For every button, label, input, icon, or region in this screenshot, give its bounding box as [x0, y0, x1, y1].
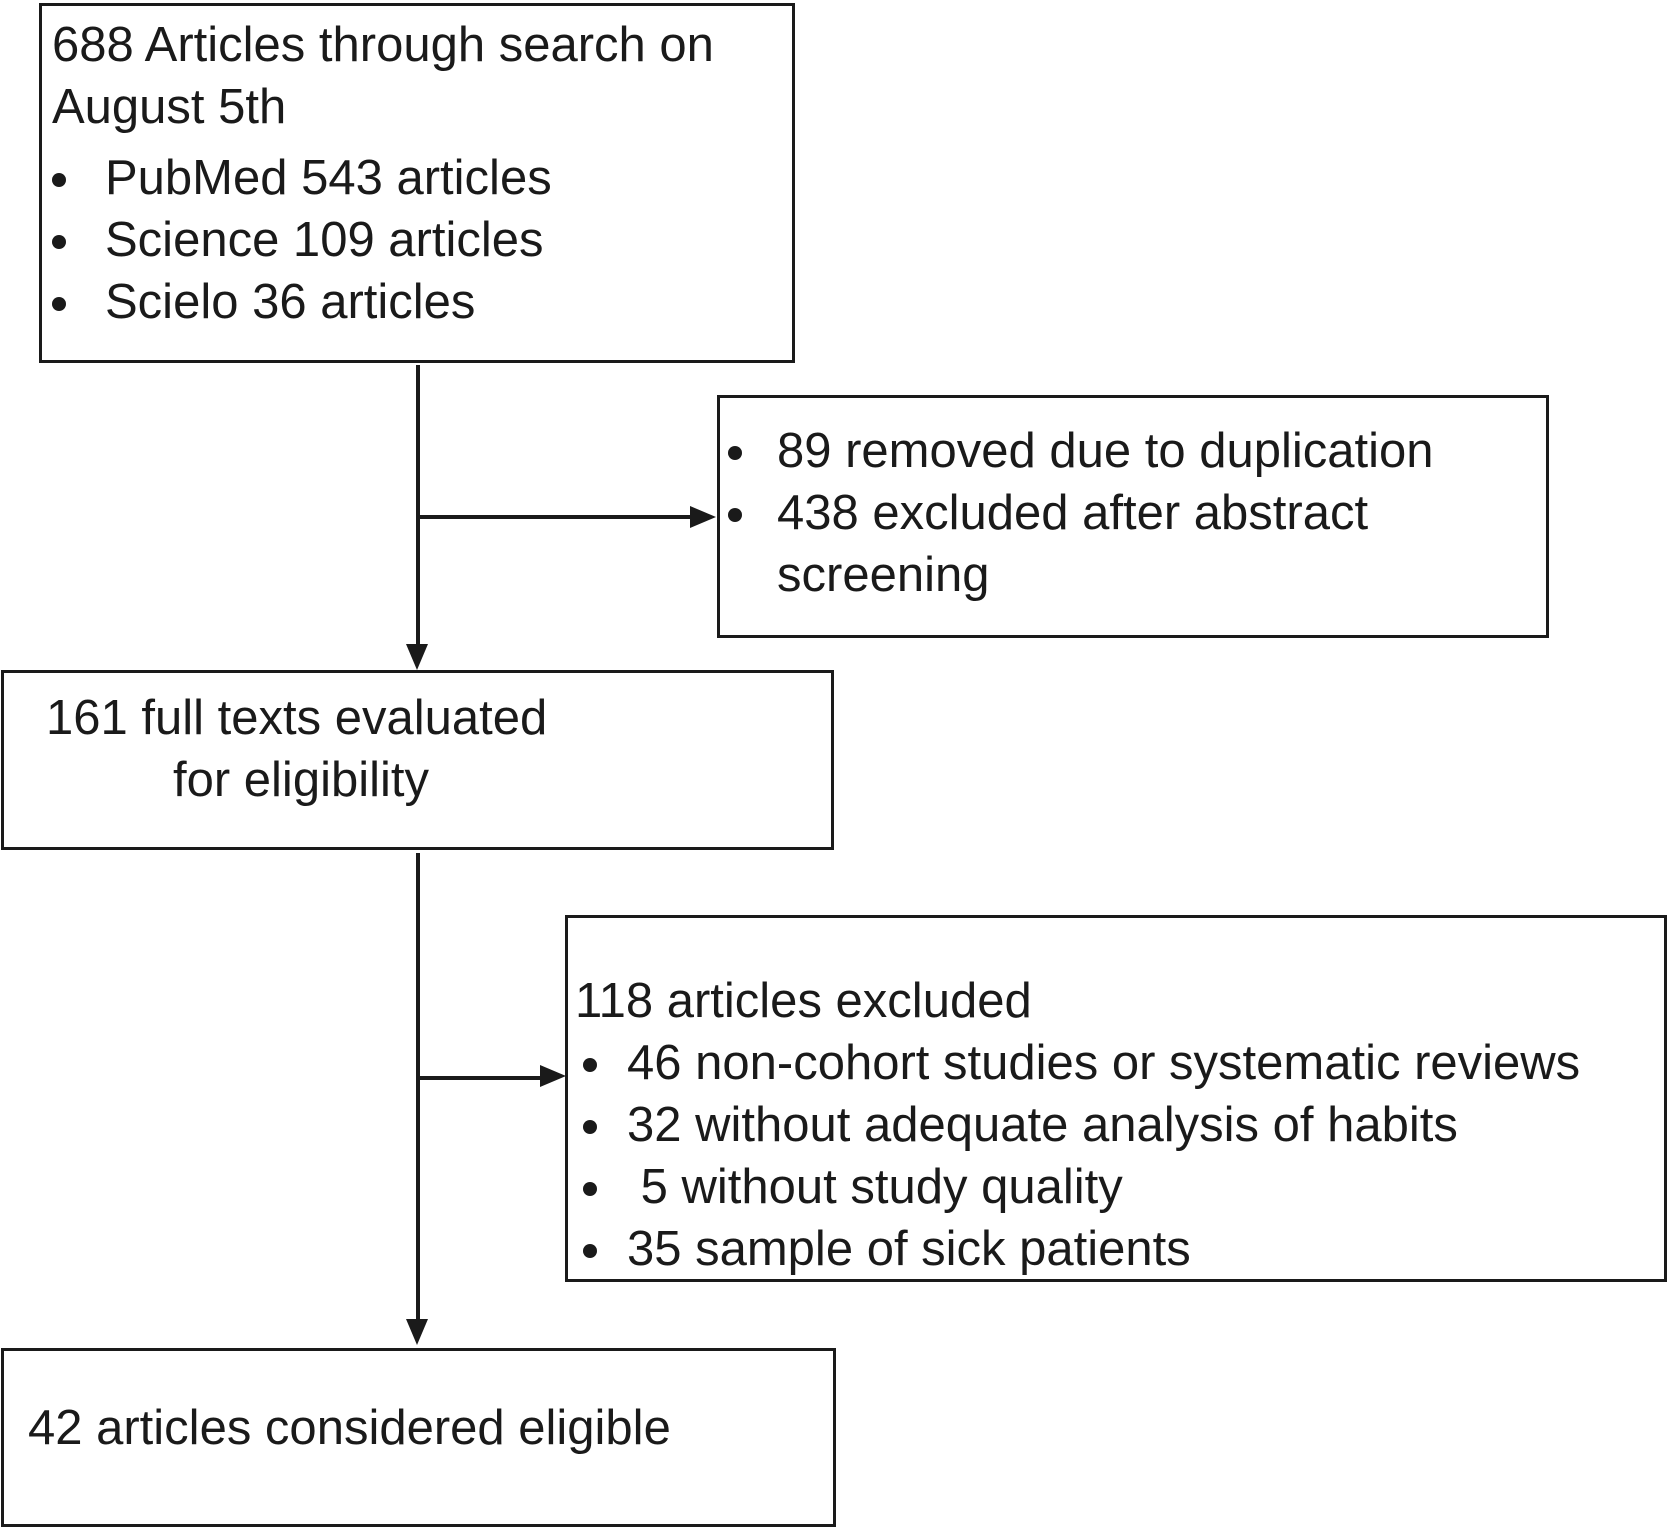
bullet-text: PubMed 543 articles	[105, 151, 552, 205]
included-box: 42 articles considered eligible	[1, 1348, 836, 1527]
connector-to-duplication-exclusion	[416, 515, 690, 519]
arrowhead-down-icon	[406, 644, 428, 670]
bullet-dot-icon	[583, 1032, 627, 1072]
eligibility-box: 161 full texts evaluated for eligibility	[1, 670, 834, 850]
duplication-exclusion-box: 89 removed due to duplication 438 exclude…	[717, 395, 1549, 638]
bullet-item: 32 without adequate analysis of habits	[583, 1094, 1664, 1156]
connector-to-fulltext-exclusion	[416, 1076, 540, 1080]
bullet-dot-icon	[728, 482, 777, 522]
identification-title-line-2: August 5th	[52, 80, 287, 134]
bullet-dot-icon	[52, 209, 105, 249]
bullet-text: Science 109 articles	[105, 213, 544, 267]
bullet-item: PubMed 543 articles	[52, 147, 784, 209]
eligibility-line-2: for eligibility	[173, 753, 429, 807]
bullet-dot-icon	[728, 420, 777, 460]
connector-identification-to-eligibility	[416, 365, 420, 644]
connector-eligibility-to-included	[416, 853, 420, 1319]
bullet-item: 46 non-cohort studies or systematic revi…	[583, 1032, 1664, 1094]
bullet-dot-icon	[583, 1094, 627, 1134]
bullet-item: 438 excluded after abstract screening	[728, 482, 1538, 606]
bullet-item: Science 109 articles	[52, 209, 784, 271]
identification-title-line-1: 688 Articles through search on	[52, 18, 714, 72]
bullet-text: Scielo 36 articles	[105, 275, 476, 329]
identification-box: 688 Articles through search on August 5t…	[39, 3, 795, 363]
bullet-dot-icon	[52, 271, 105, 311]
bullet-dot-icon	[52, 147, 105, 187]
fulltext-exclusion-box: 118 articles excluded 46 non-cohort stud…	[565, 915, 1667, 1282]
bullet-text: 89 removed due to duplication	[777, 424, 1434, 478]
duplication-exclusion-list: 89 removed due to duplication 438 exclude…	[728, 420, 1538, 606]
bullet-dot-icon	[583, 1156, 627, 1196]
fulltext-exclusion-list: 46 non-cohort studies or systematic revi…	[583, 1032, 1664, 1280]
bullet-text: 5 without study quality	[627, 1160, 1123, 1214]
arrowhead-right-icon	[690, 506, 716, 528]
bullet-dot-icon	[583, 1218, 627, 1258]
arrowhead-right-icon	[540, 1065, 566, 1087]
bullet-item: 5 without study quality	[583, 1156, 1664, 1218]
bullet-item: 35 sample of sick patients	[583, 1218, 1664, 1280]
included-text: 42 articles considered eligible	[28, 1401, 671, 1455]
bullet-text: 35 sample of sick patients	[627, 1222, 1191, 1276]
bullet-text: 438 excluded after abstract screening	[777, 486, 1369, 602]
bullet-text: 46 non-cohort studies or systematic revi…	[627, 1036, 1581, 1090]
arrowhead-down-icon	[406, 1319, 428, 1345]
fulltext-exclusion-title: 118 articles excluded	[575, 974, 1032, 1028]
bullet-item: 89 removed due to duplication	[728, 420, 1538, 482]
eligibility-line-1: 161 full texts evaluated	[46, 691, 548, 745]
bullet-text: 32 without adequate analysis of habits	[627, 1098, 1458, 1152]
bullet-item: Scielo 36 articles	[52, 271, 784, 333]
